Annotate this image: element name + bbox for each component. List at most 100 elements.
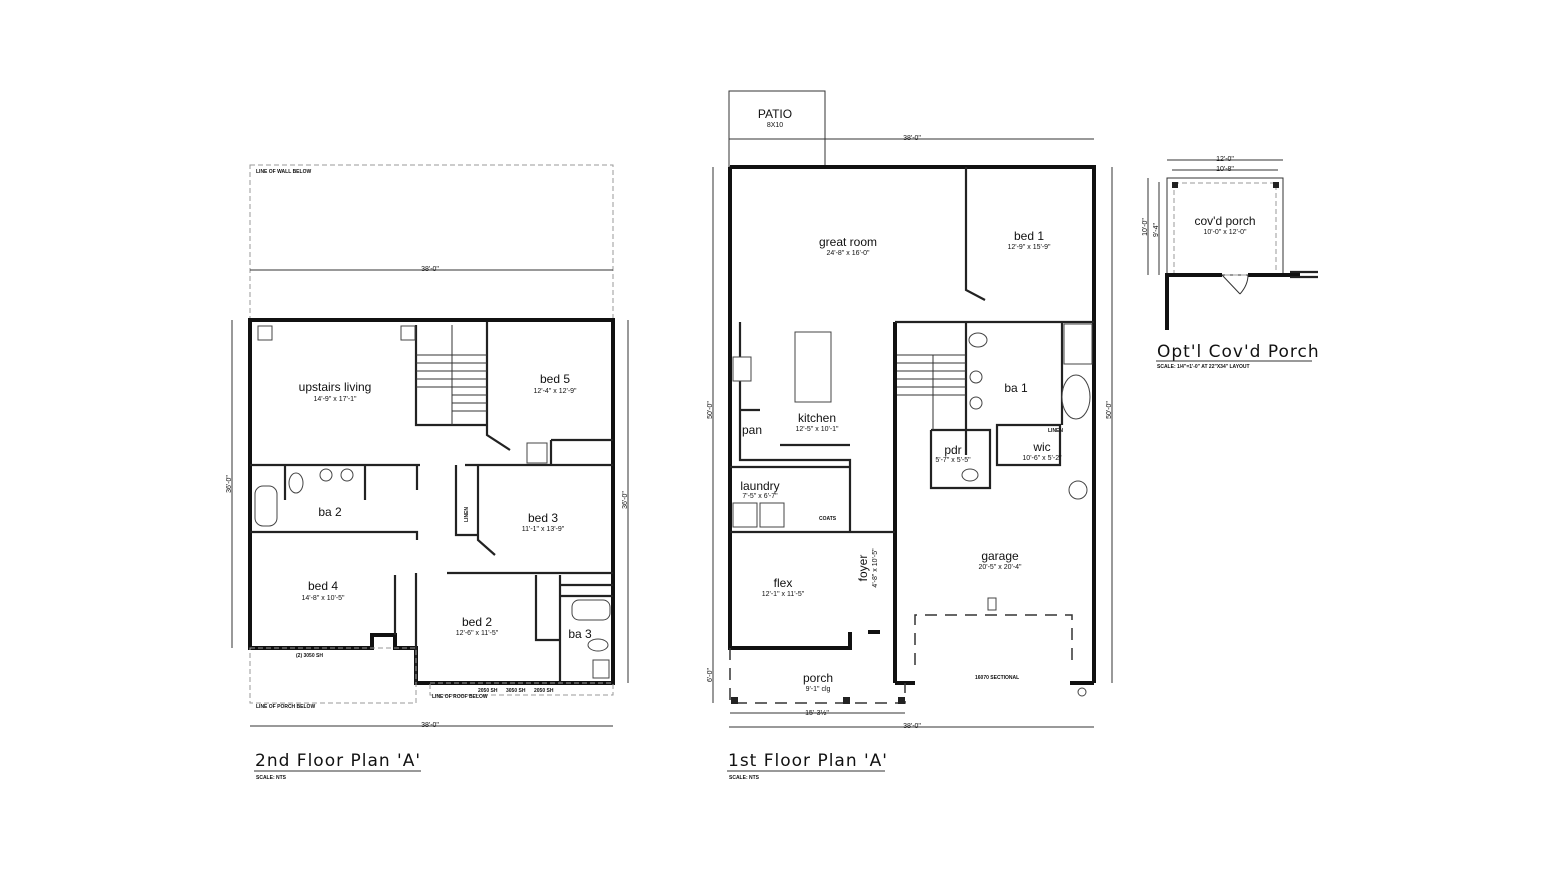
- second-floor-plan: LINE OF WALL BELOW 38'-0" 36'-0" 36'-0": [226, 164, 629, 781]
- dimension-left: 36'-0": [226, 475, 233, 493]
- window-label: 2050 SH: [534, 688, 554, 694]
- first-floor-scale: SCALE: NTS: [729, 775, 760, 781]
- sink-icon: [592, 659, 610, 679]
- chase-icon: [526, 442, 548, 464]
- hose-bib-icon: [1077, 687, 1087, 697]
- room-name: cov'd porch: [1195, 214, 1256, 228]
- chase-icon: [400, 325, 416, 341]
- room-name: ba 3: [568, 627, 592, 641]
- room-name: foyer: [856, 555, 870, 582]
- dimension-top-outer: 12'-0": [1216, 156, 1234, 163]
- room-size: 11'-1" x 13'-9": [522, 526, 565, 533]
- room-name: bed 1: [1014, 229, 1044, 243]
- dimension-top: 38'-0": [421, 266, 439, 273]
- ba2-walls: [250, 465, 419, 540]
- room-name: wic: [1032, 440, 1050, 454]
- kitchen-laundry-walls: [730, 322, 852, 534]
- patio: [728, 90, 826, 168]
- outlet-icon: [987, 597, 997, 611]
- kitchen-island: [794, 331, 832, 403]
- linen-label: LINEN: [1048, 428, 1063, 434]
- bed3-walls: [447, 465, 613, 575]
- sink-icon: [319, 468, 333, 482]
- room-name: upstairs living: [299, 380, 372, 394]
- dimension-left-outer: 10'-0": [1142, 218, 1149, 236]
- room-size: 14'-9" x 17'-1": [313, 396, 357, 403]
- note-porch-below: LINE OF PORCH BELOW: [256, 704, 315, 710]
- second-floor-scale: SCALE: NTS: [256, 775, 287, 781]
- dimension-bottom: 38'-0": [903, 723, 921, 730]
- room-name: garage: [981, 549, 1019, 563]
- dimension-right: 50'-0": [1106, 401, 1113, 419]
- bathtub-icon: [254, 485, 278, 527]
- bed2-ba3-walls: [393, 573, 613, 683]
- room-size: 14'-8" x 10'-5": [301, 595, 345, 602]
- porch-column: [898, 697, 905, 704]
- dimension-left: 50'-0": [707, 401, 714, 419]
- linen-label: LINEN: [464, 507, 470, 522]
- room-name: bed 2: [462, 615, 492, 629]
- stair-wall: [414, 325, 487, 427]
- water-heater-icon: [1068, 480, 1088, 500]
- note-roof-below: LINE OF ROOF BELOW: [432, 694, 488, 700]
- line-of-wall-below: [249, 164, 614, 321]
- stairs: [897, 354, 966, 430]
- room-size: 10'-6" x 5'-2": [1022, 455, 1062, 462]
- dimension-bottom: 38'-0": [421, 722, 439, 729]
- room-size: 12'-4" x 12'-9": [533, 388, 577, 395]
- dimension-porch-depth: 6'-0": [707, 668, 714, 682]
- room-name: ba 2: [318, 505, 342, 519]
- toilet-icon: [961, 468, 979, 482]
- dimension-right: 36'-0": [622, 491, 629, 509]
- chase-icon: [257, 325, 273, 341]
- room-name: kitchen: [798, 411, 836, 425]
- window-label: 2050 SH: [478, 688, 498, 694]
- toilet-icon: [587, 638, 609, 652]
- sink-icon: [969, 396, 983, 410]
- stairs: [416, 325, 487, 425]
- room-size: 12'-5" x 10'-1": [795, 426, 839, 433]
- dryer-icon: [759, 502, 785, 528]
- room-labels: great room 24'-8" x 16'-0" bed 1 12'-9" …: [740, 229, 1062, 693]
- dimension-top: 38'-0": [903, 135, 921, 142]
- window-label: 3050 SH: [506, 688, 526, 694]
- range-icon: [732, 356, 752, 382]
- foyer-wall: [848, 467, 895, 534]
- coats-label: COATS: [819, 516, 837, 522]
- sink-icon: [340, 468, 354, 482]
- pdr-wic-walls: [929, 322, 1064, 490]
- room-size: 9'-1" clg: [806, 686, 831, 693]
- porch-outline: [729, 648, 906, 704]
- room-name: great room: [819, 235, 877, 249]
- room-name: bed 4: [308, 579, 338, 593]
- interior-wall: [895, 167, 1094, 455]
- window: [1290, 270, 1318, 279]
- bathtub-icon: [1061, 374, 1091, 420]
- house-wall: [1165, 273, 1300, 330]
- sink-icon: [969, 370, 983, 384]
- room-labels: upstairs living 14'-9" x 17'-1" bed 5 12…: [299, 372, 592, 641]
- bathtub-icon: [571, 599, 611, 621]
- washer-icon: [732, 502, 758, 528]
- porch-column: [1172, 182, 1178, 188]
- interior-wall: [485, 322, 613, 465]
- room-size: 12'-6" x 11'-5": [456, 630, 499, 637]
- room-size: 24'-8" x 16'-0": [826, 250, 870, 257]
- room-name: ba 1: [1004, 381, 1028, 395]
- porch-column: [731, 697, 738, 704]
- porch-column: [843, 697, 850, 704]
- shower-icon: [1063, 323, 1093, 365]
- porch-column: [1273, 182, 1279, 188]
- room-name: porch: [803, 671, 833, 685]
- room-size: 12'-9" x 15'-9": [1007, 244, 1051, 251]
- line-of-roof-below: [429, 682, 614, 696]
- room-size: 20'-5" x 20'-4": [978, 564, 1022, 571]
- room-size: 7'-5" x 6'-7": [742, 493, 778, 500]
- second-floor-title: 2nd Floor Plan 'A': [255, 751, 421, 771]
- garage-door-outline: [914, 614, 1073, 665]
- line-of-porch-below: [249, 647, 417, 704]
- door-swing: [1221, 274, 1249, 295]
- toilet-icon: [968, 332, 988, 348]
- optional-porch-title: Opt'l Cov'd Porch: [1157, 342, 1320, 362]
